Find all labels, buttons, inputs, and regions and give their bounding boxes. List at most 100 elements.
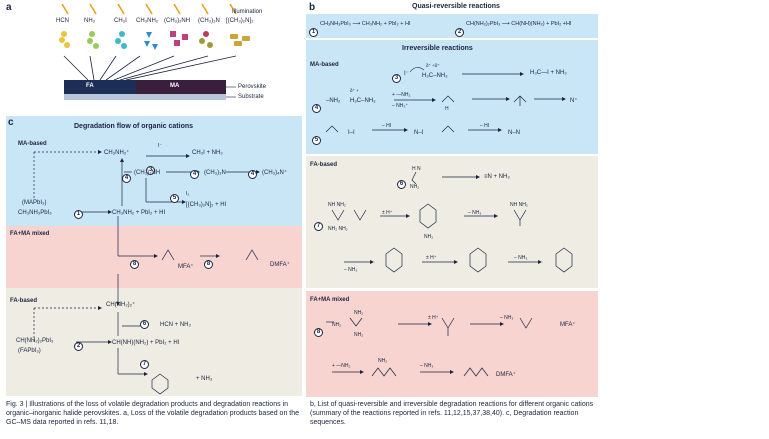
dimer-molecule-icon (230, 34, 250, 46)
flow-arrows (33, 150, 260, 395)
reaction-3-number: 3 (392, 66, 401, 84)
reaction-7-minus-nh3-3: – NH₃ (514, 255, 528, 261)
chnh-pbi2-product: CH(NH)(NH₂) + PbI₂ + HI (112, 340, 180, 346)
ch33n-molecule-icon (199, 31, 213, 48)
reaction-6-product: ≡N + NH₃ (484, 174, 510, 180)
svg-text:–NH₂: –NH₂ (326, 98, 341, 104)
flow-step-8a: 8 (130, 252, 139, 270)
flow-step-8b: 8 (204, 252, 213, 270)
mapbi3-label: (MAPbI₃) (22, 200, 47, 206)
svg-text:NH₂: NH₂ (424, 234, 433, 240)
svg-text:NH₂: NH₂ (378, 358, 387, 364)
ch33n-product: (CH₃)₃N (204, 170, 226, 176)
svg-text:N–N: N–N (508, 130, 520, 136)
reaction-7-plus-h-1: ± H⁺ (382, 210, 393, 216)
panel-a-letter: a (6, 2, 12, 13)
perovskite-label: Perovskite (238, 84, 267, 90)
svg-text:H N: H N (412, 166, 421, 172)
reaction-8-minus-nh3: – NH₃ (500, 315, 514, 321)
quasi-reaction-2: CH(NH₂)₂PbI₃ ⟶ CH(NH)(NH₂) + PbI₂ +HI (466, 21, 572, 27)
reaction-1-number: 1 (309, 20, 318, 38)
flow-step-5: 5 (170, 186, 179, 204)
molecule-label-ch3nh2: CH₃NH₂ (136, 18, 159, 24)
mapbi3-formula: CH₃NH₃PbI₃ (18, 210, 52, 216)
svg-text:H: H (445, 106, 449, 112)
reaction-3-scheme: I⁻ H₃C–NH₃ δ⁺ +δ⁺ (404, 63, 524, 79)
dimer-hi-product: [(CH₃)₂N]₂ + HI (186, 202, 227, 208)
plus-nh3-product: + NH₃ (196, 376, 213, 382)
reaction-4-number: 4 (312, 96, 321, 114)
svg-text:N–I: N–I (414, 130, 424, 136)
quasi-reversible-box (306, 14, 598, 38)
molecule-label-dimer: [(CH₃)₂N]₂ (226, 18, 254, 24)
ma-based-label-c: MA-based (18, 141, 47, 147)
reaction-2-number: 2 (455, 20, 464, 38)
ma-based-label-b: MA-based (310, 62, 339, 68)
reaction-6-scheme: H N NH₂ (410, 166, 480, 190)
svg-text:I⁻: I⁻ (404, 71, 409, 77)
svg-text:NH₂: NH₂ (354, 332, 363, 338)
quasi-reaction-1: CH₃NH₃PbI₃ ⟶ CH₃NH₂ + PbI₂ + HI (320, 21, 411, 27)
dmfa-product: DMFA⁺ (270, 262, 290, 268)
ch32nh-product: (CH₃)₂NH (134, 170, 161, 176)
ch3nh2-pbi2-product: CH₃NH₂ + PbI₂ + HI (112, 210, 166, 216)
ch34n-product: (CH₃)₄N⁺ (262, 170, 288, 176)
panel-bc-caption: b, List of quasi-reversible and irrevers… (310, 401, 594, 426)
illumination-rays (61, 3, 237, 15)
reaction-8-dmfa-b: DMFA⁺ (496, 372, 516, 378)
flow-step-6: 6 (140, 312, 149, 330)
fama-mixed-label-b: FA+MA mixed (310, 297, 350, 303)
flow-step-4b: 4 (190, 162, 199, 180)
ma-region-label: MA (170, 83, 180, 89)
svg-text:NH NH₂: NH NH₂ (510, 202, 528, 208)
mfa-product: MFA⁺ (178, 264, 194, 270)
svg-text:H₃C–NH₃: H₃C–NH₃ (422, 73, 448, 79)
panel-c-letter: c (8, 117, 14, 128)
reaction-7-minus-nh3-2: – NH₃ (344, 267, 358, 273)
reaction-7-number: 7 (314, 214, 323, 232)
svg-text:H₃C–NH₃: H₃C–NH₃ (350, 98, 376, 104)
svg-text:δ⁺ +δ⁺: δ⁺ +δ⁺ (426, 63, 440, 68)
quasi-reversible-title: Quasi-reversible reactions (412, 3, 500, 10)
flow-step-1: 1 (74, 202, 83, 220)
irreversible-ma-box (306, 40, 598, 154)
substrate-label: Substrate (238, 94, 264, 100)
svg-text:NH₂: NH₂ (332, 322, 341, 328)
molecule-label-ch33n: (CH₃)₃N (198, 18, 220, 24)
reaction-5-minus-hi-2: – HI (480, 123, 490, 129)
ch3nh2-molecule-icon (144, 32, 158, 50)
reaction-8-minus-nh2: + —NH₂ (332, 363, 351, 369)
ch32nh-molecule-icon (170, 31, 188, 46)
figure-caption: Fig. 3 | Illustrations of the loss of vo… (6, 401, 300, 426)
ch3nh3-cation: CH₃NH₃⁺ (104, 150, 130, 156)
flow-step-4a: 4 (122, 166, 131, 184)
molecule-label-hcn: HCN (56, 18, 69, 24)
reaction-4-plus-nh2: + —NH₂ (392, 92, 411, 98)
hcn-molecule-icon (59, 31, 70, 48)
illumination-label: Illumination (232, 9, 263, 15)
svg-text:NH₂: NH₂ (410, 184, 419, 190)
svg-text:NH NH₂: NH NH₂ (328, 202, 346, 208)
panel-b-letter: b (309, 2, 316, 13)
fa-region-label: FA (86, 83, 94, 89)
fa-based-label-c: FA-based (10, 298, 38, 304)
svg-text:I–I: I–I (348, 130, 355, 136)
flow-step-3: 3 (146, 158, 155, 176)
reaction-8-plus-h: ± H⁺ (428, 315, 439, 321)
molecule-label-nh3: NH₃ (84, 18, 96, 24)
flow-step-7: 7 (140, 352, 149, 370)
reaction-7-minus-nh3-1: – NH₃ (468, 210, 482, 216)
hcn-nh3-product: HCN + NH₃ (160, 322, 191, 328)
flow-step-4c: 4 (248, 162, 257, 180)
iodide-label: I⁻ (158, 143, 163, 149)
reaction-6-number: 6 (397, 172, 406, 190)
svg-text:NH₂ NH₂: NH₂ NH₂ (328, 226, 348, 232)
reaction-5-scheme: I–I N–I N–N (325, 125, 520, 136)
panel-c-title: Degradation flow of organic cations (74, 123, 194, 130)
molecule-label-ch3i: CH₃I (114, 18, 127, 24)
molecule-label-ch32nh: (CH₃)₂NH (164, 18, 191, 24)
reaction-5-number: 5 (312, 128, 321, 146)
nh3-molecule-icon (87, 31, 99, 49)
reaction-8-scheme: NH₂ NH₂ NH₂ NH₂ (326, 310, 533, 377)
flow-step-2: 2 (74, 334, 83, 352)
